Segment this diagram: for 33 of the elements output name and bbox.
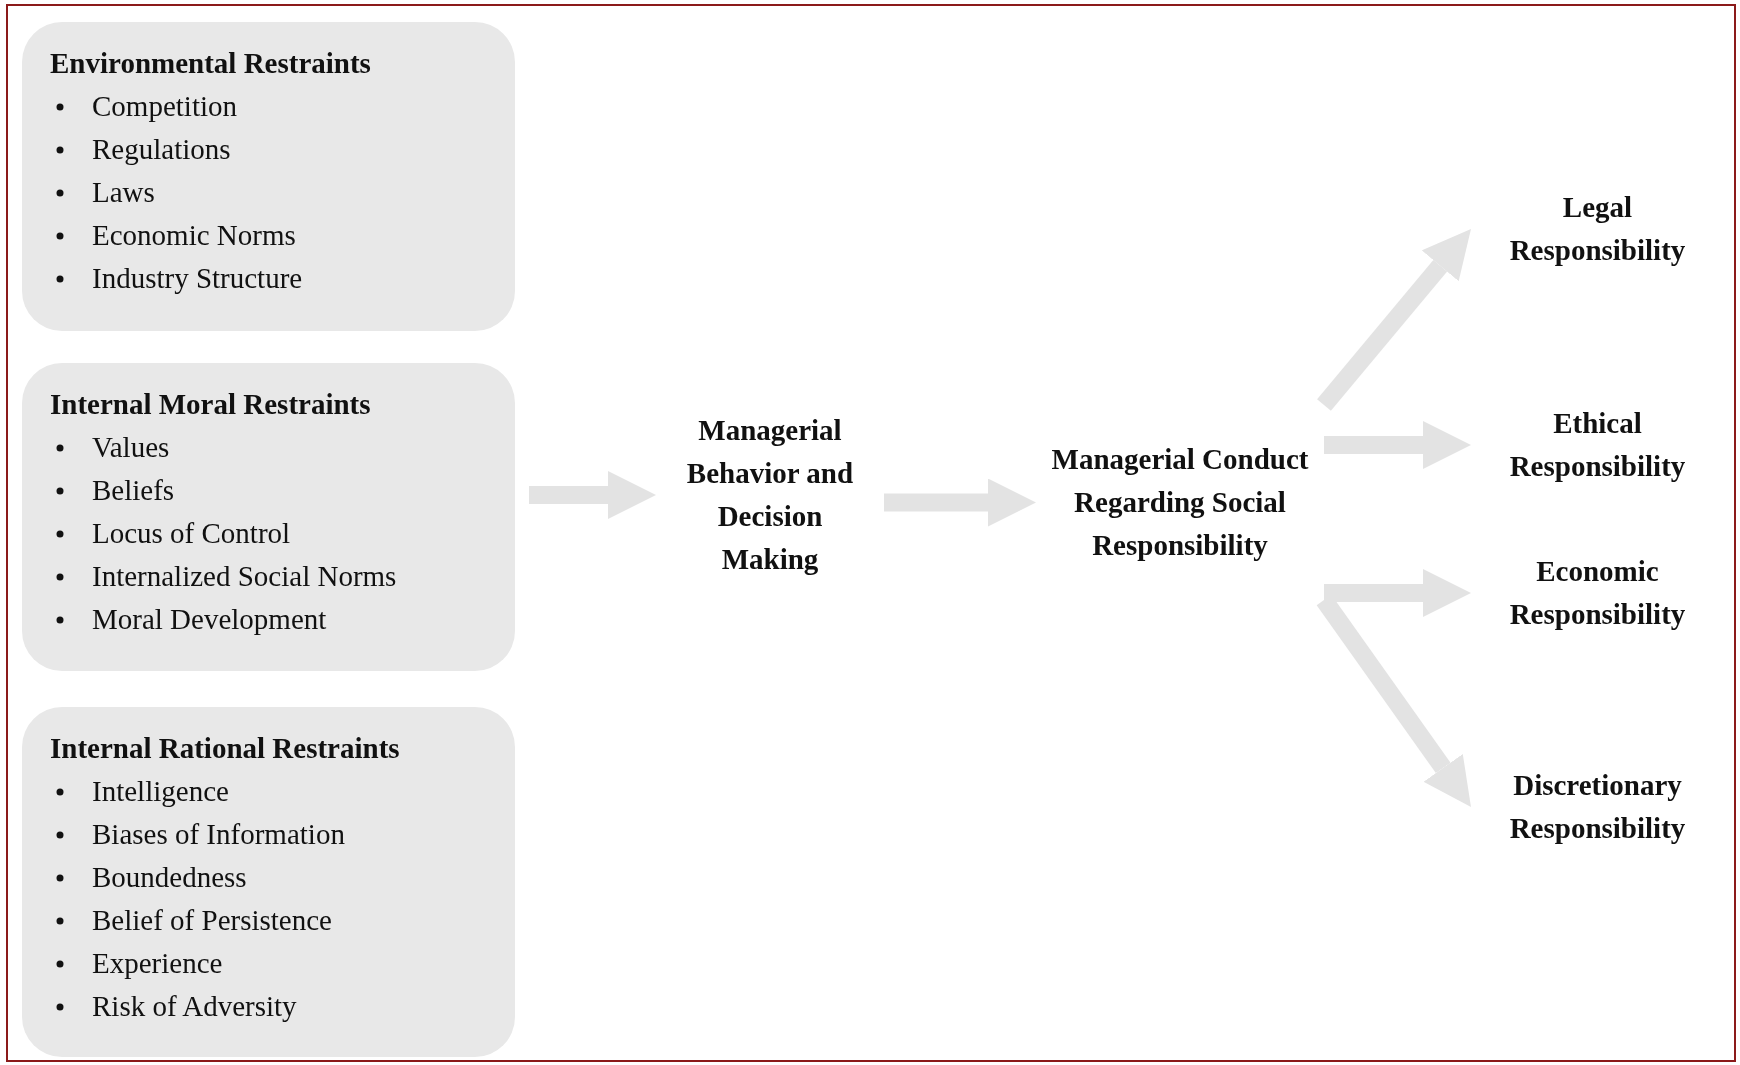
card-heading: Internal Moral Restraints <box>50 387 372 422</box>
node-text: Discretionary Responsibility <box>1508 768 1687 846</box>
bullet-item: Moral Development <box>92 602 327 637</box>
bullet-item: Economic Norms <box>92 218 296 253</box>
bullet-item: Values <box>92 430 170 465</box>
block-arrow <box>529 471 656 519</box>
restraint-card <box>22 22 515 331</box>
node-text: Legal Responsibility <box>1508 190 1687 268</box>
bullet-item: Beliefs <box>92 473 175 508</box>
bullet-item: Competition <box>92 89 237 124</box>
bullet-item: Boundedness <box>92 860 247 895</box>
bullet-item: Biases of Information <box>92 817 345 852</box>
block-arrow <box>1317 229 1471 411</box>
block-arrow <box>1324 569 1471 617</box>
block-arrow <box>884 478 1036 527</box>
bullet-item: Industry Structure <box>92 261 303 296</box>
node-text: Managerial Behavior and Decision Making <box>685 413 855 577</box>
node-text: Managerial Conduct Regarding Social Responsibility <box>1050 442 1310 563</box>
bullet-item: Laws <box>92 175 155 210</box>
bullet-item: Belief of Persistence <box>92 903 332 938</box>
block-arrow <box>1324 421 1471 469</box>
bullet-item: Regulations <box>92 132 231 167</box>
bullet-item: Internalized Social Norms <box>92 559 397 594</box>
bullet-item: Risk of Adversity <box>92 989 297 1024</box>
restraint-card <box>22 707 515 1057</box>
node-text: Economic Responsibility <box>1508 554 1687 632</box>
card-heading: Internal Rational Restraints <box>50 731 401 766</box>
restraint-card <box>22 363 515 671</box>
bullet-item: Experience <box>92 946 223 981</box>
node-text: Ethical Responsibility <box>1508 406 1687 484</box>
card-heading: Environmental Restraints <box>50 46 372 81</box>
bullet-item: Intelligence <box>92 774 229 809</box>
bullet-item: Locus of Control <box>92 516 291 551</box>
